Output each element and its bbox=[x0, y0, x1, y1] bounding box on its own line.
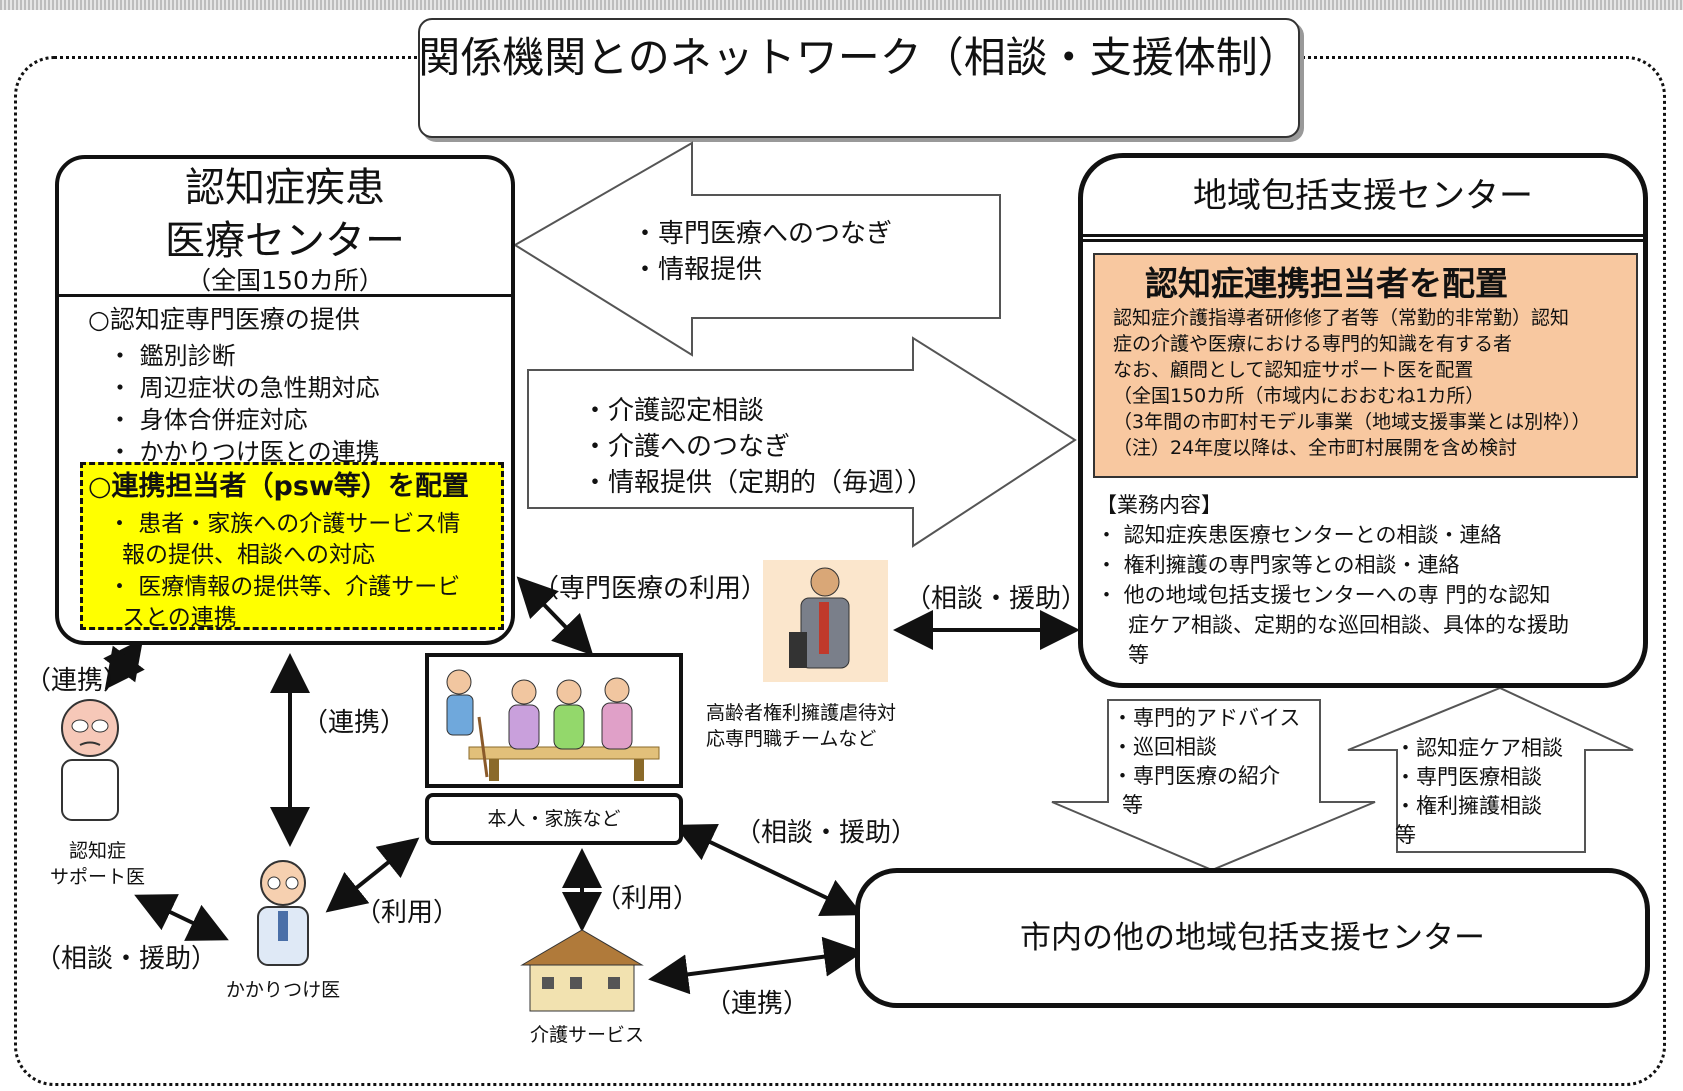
up-arrow-text: ・認知症ケア相談 bbox=[1395, 736, 1563, 760]
link-label: （相談・援助） bbox=[905, 584, 1088, 614]
title-scroll bbox=[418, 18, 1300, 138]
medical-center-name-1: 認知症疾患 bbox=[185, 165, 385, 211]
liaison-line: ・ 患者・家族への介護サービス情 bbox=[108, 511, 461, 537]
support-center-name: 地域包括支援センター bbox=[1193, 176, 1533, 216]
link-care-other bbox=[648, 936, 864, 995]
duties-title: 【業務内容】 bbox=[1096, 493, 1222, 517]
elder-team-label: 高齢者権利擁護虐待対 bbox=[706, 702, 897, 724]
link-label: （相談・援助） bbox=[35, 944, 218, 974]
medical-item: ・ 周辺症状の急性期対応 bbox=[108, 374, 380, 402]
link-family-other bbox=[674, 824, 863, 916]
medical-item: ・ 身体合併症対応 bbox=[108, 406, 308, 434]
liaison-line: 報の提供、相談への対応 bbox=[122, 542, 375, 568]
assign-line: 症の介護や医療における専門的知識を有する者 bbox=[1113, 333, 1513, 355]
assign-line: （注）24年度以降は、全市町村展開を含め検討 bbox=[1113, 437, 1518, 459]
care-service-label: 介護サービス bbox=[529, 1024, 644, 1046]
duty-item: ・ 権利擁護の専門家等との相談・連絡 bbox=[1096, 553, 1460, 577]
up-arrow-text: 等 bbox=[1395, 823, 1416, 847]
gp-label: かかりつけ医 bbox=[225, 979, 341, 1001]
care-house-figure bbox=[512, 925, 652, 1015]
assign-line: （3年間の市町村モデル事業（地域支援事業とは別枠）） bbox=[1113, 411, 1591, 433]
assign-line: （全国150カ所（市域内におおむね1カ所） bbox=[1113, 385, 1485, 407]
assign-line: なお、顧問として認知症サポート医を配置 bbox=[1113, 359, 1474, 381]
medical-section-heading: ○認知症専門医療の提供 bbox=[88, 305, 360, 334]
medical-center-count: （全国150カ所） bbox=[186, 266, 384, 295]
link-label: （連携） bbox=[302, 708, 407, 738]
medical-center-name-2: 医療センター bbox=[165, 218, 405, 264]
up-arrow-text: ・専門医療相談 bbox=[1395, 765, 1542, 789]
link-label: （専門医療の利用） bbox=[533, 574, 768, 604]
liaison-line: スとの連携 bbox=[122, 605, 237, 631]
liaison-line: ・ 医療情報の提供等、介護サービ bbox=[108, 574, 461, 600]
down-arrow-text: 等 bbox=[1122, 793, 1143, 817]
arrow-left-text: ・情報提供 bbox=[632, 255, 763, 285]
arrow-right-text: ・介護認定相談 bbox=[582, 396, 765, 426]
medical-item: ・ かかりつけ医との連携 bbox=[108, 438, 380, 466]
link-supportdoc-gp bbox=[134, 894, 229, 941]
link-label: （利用） bbox=[595, 884, 700, 914]
duty-item: 等 bbox=[1128, 643, 1149, 667]
duty-item: ・ 他の地域包括支援センターへの専 門的な認知 bbox=[1096, 583, 1551, 607]
family-illustration bbox=[425, 653, 683, 788]
arrow-down-advice bbox=[1051, 699, 1376, 872]
assign-line: 認知症介護指導者研修修了者等（常勤的非常勤）認知 bbox=[1113, 307, 1570, 329]
down-arrow-text: ・専門医療の紹介 bbox=[1112, 764, 1280, 788]
support-doctor-label: サポート医 bbox=[49, 866, 145, 888]
elder-team-figure bbox=[763, 560, 888, 682]
arrow-left-text: ・専門医療へのつなぎ bbox=[632, 219, 893, 249]
link-medical-family bbox=[516, 576, 594, 656]
link-label: （連携） bbox=[25, 666, 130, 696]
link-gp-family bbox=[325, 837, 420, 913]
link-label: （連携） bbox=[705, 989, 810, 1019]
link-medical-supportdoc bbox=[103, 638, 145, 690]
liaison-highlight-box bbox=[80, 462, 504, 630]
family-label: 本人・家族など bbox=[487, 808, 621, 830]
arrow-to-support-center bbox=[527, 336, 1077, 548]
up-arrow-text: ・権利擁護相談 bbox=[1395, 794, 1542, 818]
other-centers-box bbox=[855, 868, 1650, 1008]
down-arrow-text: ・巡回相談 bbox=[1112, 735, 1217, 759]
arrow-to-medical-center bbox=[513, 141, 1001, 357]
medical-item: ・ 鑑別診断 bbox=[108, 342, 236, 370]
family-label-box bbox=[425, 793, 683, 845]
link-label: （相談・援助） bbox=[735, 818, 918, 848]
page-title: 関係機関とのネットワーク（相談・支援体制） bbox=[418, 33, 1300, 82]
duty-item: 症ケア相談、定期的な巡回相談、具体的な援助 bbox=[1128, 613, 1569, 637]
top-band bbox=[0, 0, 1683, 10]
support-center-divider bbox=[1082, 234, 1644, 242]
gp-figure bbox=[228, 855, 338, 970]
assign-title: 認知症連携担当者を配置 bbox=[1145, 264, 1508, 303]
down-arrow-text: ・専門的アドバイス bbox=[1112, 706, 1301, 730]
support-doctor-figure bbox=[40, 690, 140, 830]
arrow-right-text: ・情報提供（定期的（毎週）） bbox=[582, 468, 934, 498]
support-doctor-label: 認知症 bbox=[68, 840, 126, 862]
arrow-right-text: ・介護へのつなぎ bbox=[582, 432, 791, 462]
other-centers-name: 市内の他の地域包括支援センター bbox=[1020, 920, 1485, 956]
medical-center-divider bbox=[55, 294, 515, 297]
elder-team-label: 応専門職チームなど bbox=[706, 728, 877, 750]
arrow-up-consult bbox=[1347, 686, 1634, 853]
link-label: （利用） bbox=[355, 898, 460, 928]
assign-box bbox=[1093, 253, 1638, 478]
liaison-title: ○連携担当者（psw等）を配置 bbox=[88, 471, 469, 502]
duty-item: ・ 認知症疾患医療センターとの相談・連絡 bbox=[1096, 523, 1502, 547]
